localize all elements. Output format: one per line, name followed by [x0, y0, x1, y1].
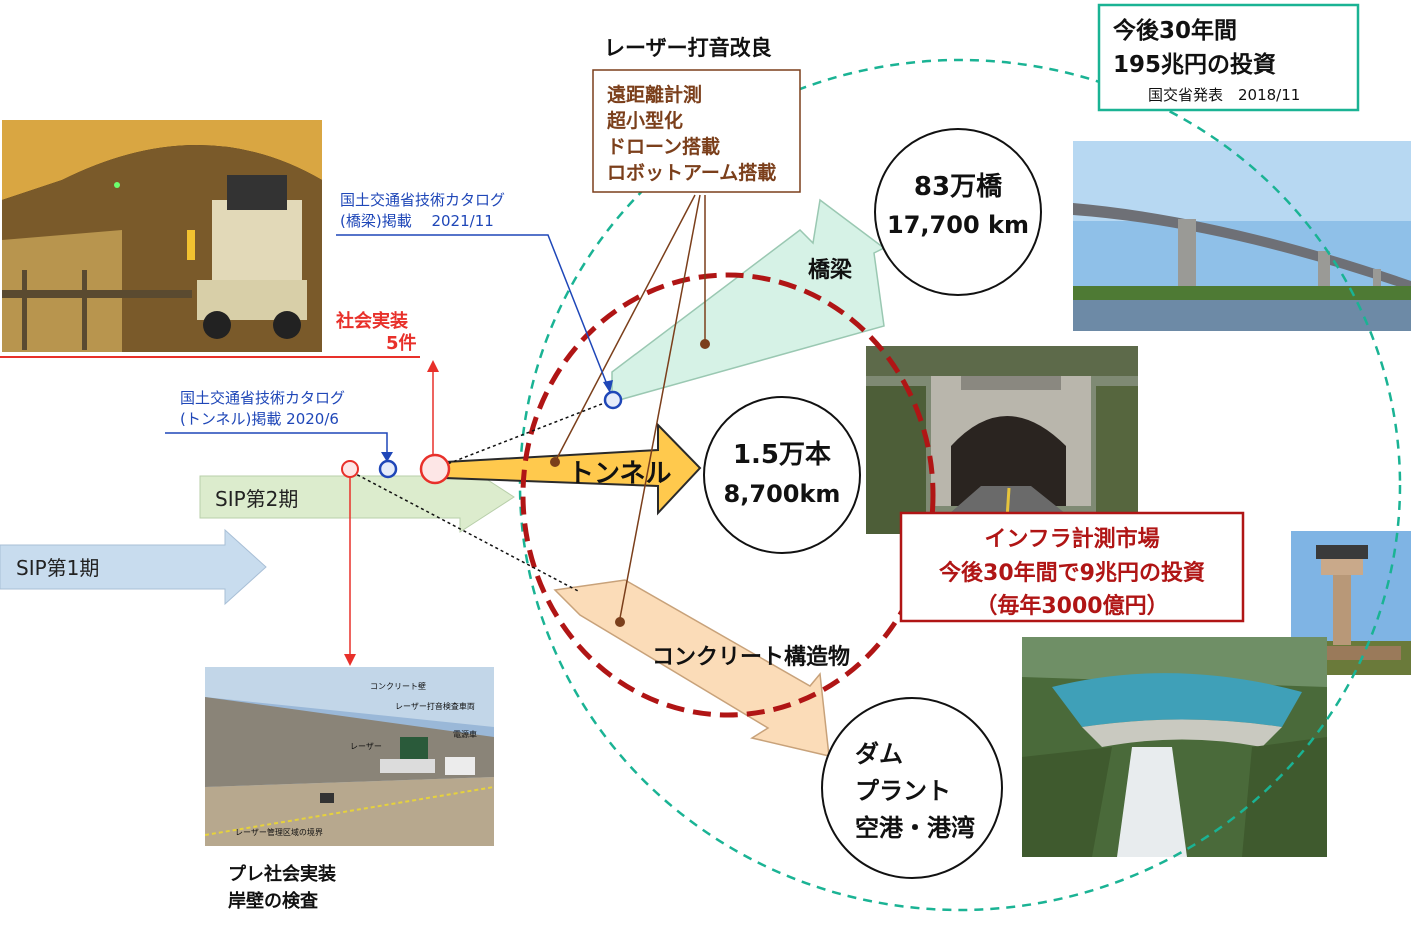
quay-label-laser: レーザー: [350, 742, 382, 751]
quay-label-wall: コンクリート壁: [370, 681, 426, 691]
laser-item-2: 超小型化: [606, 109, 683, 132]
laser-item-1: 遠距離計測: [607, 83, 702, 106]
catalog-bridge-line1: 国土交通省技術カタログ: [340, 191, 505, 209]
leader-dot-concrete: [615, 617, 625, 627]
infra-market-title: インフラ計測市場: [984, 526, 1159, 552]
catalog-bridge-line2: (橋梁)掲載 2021/11: [340, 212, 494, 230]
sip2-label: SIP第2期: [215, 487, 298, 511]
catalog-tunnel-line2: (トンネル)掲載 2020/6: [180, 410, 339, 428]
sip1-label: SIP第1期: [16, 556, 99, 580]
concrete-airport-port: 空港・港湾: [855, 814, 975, 842]
concrete-dam: ダム: [855, 740, 903, 768]
concrete-plant: プラント: [855, 777, 951, 805]
investment-source: 国交省発表 2018/11: [1148, 86, 1300, 104]
dotted-connector-concrete: [351, 471, 581, 593]
dotted-connector-bridge: [436, 399, 613, 469]
laser-leader-lines: [554, 194, 706, 619]
concrete-label: コンクリート構造物: [652, 644, 850, 670]
tunnel-length: 8,700km: [724, 480, 841, 508]
laser-item-4: ロボットアーム搭載: [607, 161, 776, 184]
pre-social-title: プレ社会実装: [228, 863, 336, 885]
infra-market-investment: 今後30年間で9兆円の投資: [939, 560, 1205, 586]
laser-improvement-title: レーザー打音改良: [604, 36, 772, 60]
investment-period: 今後30年間: [1113, 17, 1237, 44]
milestone-bridge-catalog: [603, 390, 623, 410]
laser-item-3: ドローン搭載: [607, 135, 720, 158]
milestone-pre-social: [341, 460, 359, 478]
milestone-tunnel-catalog: [378, 459, 398, 479]
infra-market-circle: [520, 272, 936, 718]
quay-label-power: 電源車: [453, 729, 477, 739]
milestone-social: [419, 453, 451, 485]
concrete-stats-circle: [821, 697, 1003, 879]
quay-label-boundary: レーザー管理区域の境界: [235, 827, 323, 837]
tunnel-label: トンネル: [568, 459, 671, 489]
pre-social-down-arrowhead: [344, 654, 356, 666]
infra-market-box: [899, 511, 1245, 623]
catalog-bridge-connector: [336, 234, 611, 393]
laser-improvement-box: [592, 69, 801, 193]
social-up-arrowhead: [427, 360, 439, 372]
pre-social-subtitle: 岸壁の検査: [228, 890, 318, 912]
bridge-photo: [1073, 141, 1411, 331]
sip1-arrow: [0, 528, 267, 606]
dam-photo: [1022, 637, 1327, 857]
tunnel-stats-circle: [703, 396, 861, 554]
catalog-tunnel-connector: [165, 432, 388, 456]
investment-amount: 195兆円の投資: [1113, 51, 1276, 78]
social-implementation-title: 社会実装: [336, 310, 408, 332]
bridge-stats-circle: [874, 128, 1042, 296]
leader-dot-bridge: [700, 339, 710, 349]
social-implementation-count: 5件: [386, 332, 417, 354]
investment-box: [1097, 3, 1360, 112]
infra-market-annual: （毎年3000億円）: [975, 593, 1168, 619]
bridge-label: 橋梁: [808, 258, 852, 283]
catalog-tunnel-arrowhead: [381, 452, 393, 462]
bridge-length: 17,700 km: [887, 211, 1029, 239]
tunnel-arrow: [444, 422, 702, 516]
catalog-tunnel-line1: 国土交通省技術カタログ: [180, 389, 345, 407]
overall-market-circle: [518, 58, 1402, 912]
bridge-arrow: [611, 198, 886, 403]
bridge-count: 83万橋: [914, 172, 1003, 202]
quay-label-vehicle: レーザー打音検査車両: [395, 701, 475, 711]
tunnel-count: 1.5万本: [733, 440, 831, 470]
tunnel-inspection-photo: [2, 120, 322, 352]
leader-dot-tunnel: [550, 457, 560, 467]
catalog-bridge-arrowhead: [603, 380, 613, 393]
quay-inspection-photo: コンクリート壁 レーザー打音検査車両 電源車 レーザー レーザー管理区域の境界: [205, 667, 494, 846]
